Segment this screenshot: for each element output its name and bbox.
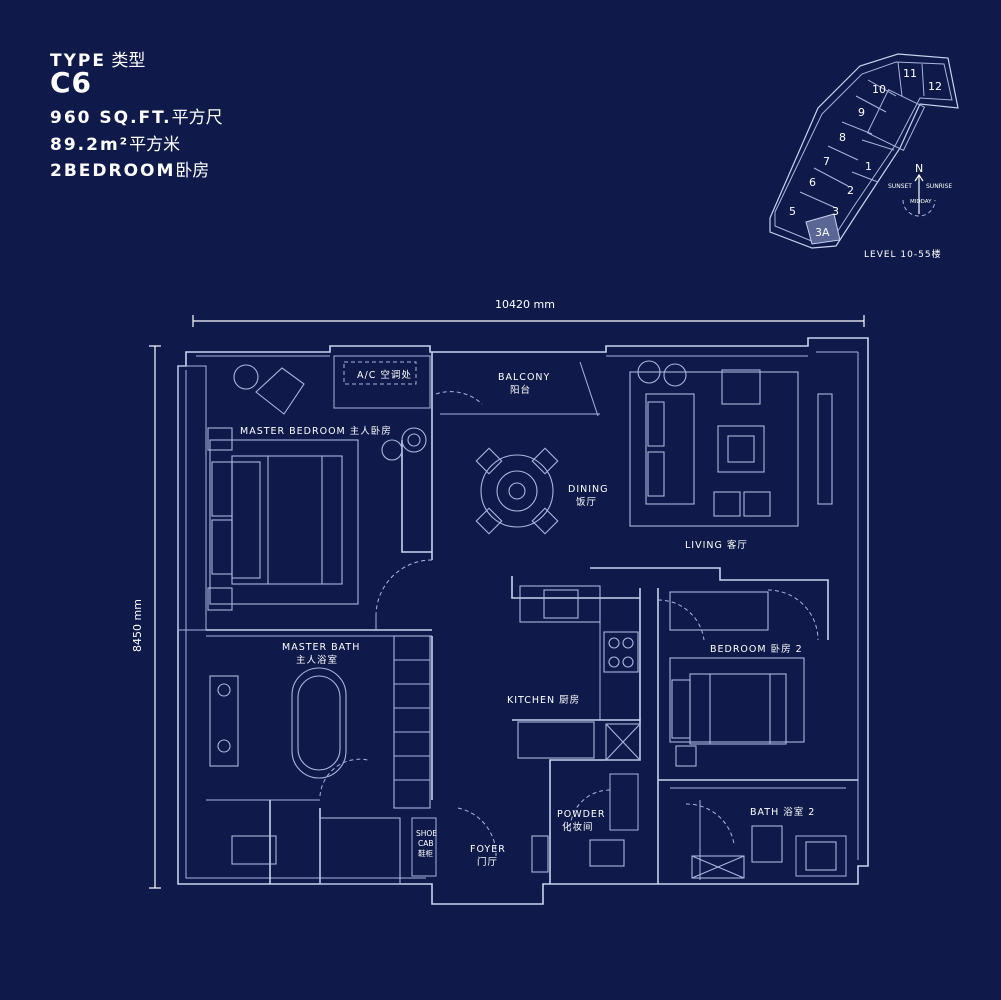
door-swings [319,391,819,857]
key-unit-10: 10 [872,83,886,96]
level-label: LEVEL 10-55楼 [864,248,942,260]
shoe-cab-label-1: SHOE [416,829,437,838]
area-sqm: 89.2m²平方米 [50,130,180,155]
shoe-cab-label-zh: 鞋柜 [418,848,433,858]
inner-wall-left [185,370,426,879]
bedroom-count: 2BEDROOM卧房 [50,156,209,181]
sun-path-arc [902,199,936,217]
sofa [645,393,695,505]
living-rug [629,371,799,527]
key-plan-divider [861,139,895,151]
key-unit-6: 6 [809,176,816,189]
key-unit-11: 11 [903,67,917,80]
dining-table [480,454,554,528]
key-plan-divider [867,79,897,97]
master-bed-rug [209,439,359,605]
key-unit-5: 5 [789,205,796,218]
key-unit-3: 3 [832,205,839,218]
dimension-lines: 10420 mm 8450 mm [131,298,865,889]
key-plan-outline [769,53,959,249]
living-label: LIVING 客厅 [685,539,748,551]
type-label: TYPE [50,51,106,71]
area-sqft-unit-zh: 平方尺 [171,108,223,128]
key-plan-highlight-unit [805,213,841,245]
foyer-label-zh: 门厅 [477,856,498,868]
wardrobe [393,635,431,809]
key-plan-divider [897,61,903,97]
area-sqm-value: 89.2m² [50,135,130,155]
area-sqft-value: 960 SQ.FT. [50,108,172,128]
key-plan-divider [855,95,887,113]
shoe-cab-label-2: CAB [418,839,434,848]
master-wc [231,835,277,865]
outer-wall [177,337,869,905]
master-bedroom-label: MASTER BEDROOM 主人卧房 [240,425,392,437]
dining-label: DINING [568,484,609,495]
ac-label: A/C 空调处 [357,369,412,381]
type-heading: TYPE 类型 [50,46,145,71]
key-unit-8: 8 [839,131,846,144]
key-plan-divider [799,191,837,209]
compass-sunrise: SUNRISE [926,183,952,190]
width-dimension: 10420 mm [495,298,555,311]
key-unit-9: 9 [858,106,865,119]
balcony-label: BALCONY [498,372,550,383]
master-bath-label-zh: 主人浴室 [296,654,338,666]
compass-arrow-head [914,173,924,182]
dining-label-zh: 饭厅 [576,496,597,508]
key-plan-divider [851,171,879,183]
shoe-cabinet [411,817,437,877]
ac-area [333,355,431,409]
compass-midday: MIDDAY [910,199,932,205]
kitchen-label: KITCHEN 厨房 [507,694,580,706]
key-plan-divider [813,167,849,187]
powder-label: POWDER [557,809,606,820]
bedroom2-rug [669,657,805,743]
key-plan-divider [921,63,925,97]
bath2-label: BATH 浴室 2 [750,806,815,818]
compass-north: N [915,162,923,175]
height-dimension: 8450 mm [131,599,144,652]
master-bed [231,455,343,585]
room-labels: A/C 空调处 BALCONY 阳台 MASTER BEDROOM 主人卧房 D… [240,369,815,868]
key-plan-divider [827,145,859,161]
key-unit-12: 12 [928,80,942,93]
coffee-table [717,425,765,473]
unit-code: C6 [50,66,93,99]
key-unit-1: 1 [865,160,872,173]
compass-sunset: SUNSET [888,183,912,190]
area-sqft: 960 SQ.FT.平方尺 [50,103,223,128]
key-plan-divider [841,121,873,135]
area-sqm-unit-zh: 平方米 [129,135,181,155]
master-bath-label: MASTER BATH [282,642,360,653]
key-unit-2: 2 [847,184,854,197]
foyer-label: FOYER [470,844,506,855]
type-label-zh: 类型 [111,51,146,71]
balcony-label-zh: 阳台 [510,384,531,396]
bedroom2-label: BEDROOM 卧房 2 [710,643,803,655]
furniture [207,360,837,885]
key-unit-7: 7 [823,155,830,168]
bedroom-count-zh: 卧房 [175,161,210,181]
bedroom-column [177,365,207,631]
key-plan-core [866,88,926,152]
powder-label-zh: 化妆间 [562,821,594,833]
walls [177,337,869,905]
tv-console [817,393,833,505]
bedroom-count-value: 2BEDROOM [50,161,176,181]
bathtub [291,667,347,779]
key-unit-3a: 3A [815,226,830,239]
bedroom2-bed [689,673,787,745]
key-plan: 11 12 10 9 8 1 7 2 6 3 5 3A N SUNSET SUN… [769,53,959,260]
